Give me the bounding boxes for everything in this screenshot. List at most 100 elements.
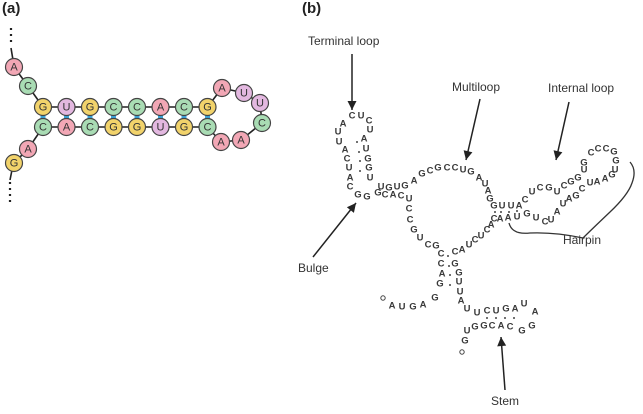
bottom-hairpin-base: G bbox=[480, 321, 487, 332]
nucleotide-letter: C bbox=[133, 102, 141, 114]
nucleotide-letter: C bbox=[86, 122, 94, 134]
bulge-base: C bbox=[398, 191, 405, 202]
top-strand-nucleotide: U bbox=[57, 97, 76, 117]
hairpin-base: A bbox=[602, 174, 609, 185]
nucleotide-circle bbox=[4, 57, 24, 77]
nucleotide-letter: A bbox=[218, 83, 226, 95]
bulge-base: G bbox=[363, 192, 370, 203]
pair-dot bbox=[508, 211, 510, 213]
arrow-head bbox=[346, 203, 356, 213]
nucleotide-letter: U bbox=[240, 88, 248, 100]
top-strand-nucleotide: G bbox=[198, 97, 217, 117]
nucleotide-letter: A bbox=[237, 135, 245, 147]
base-pair-bond bbox=[134, 114, 140, 120]
left-stem-base: U bbox=[335, 127, 342, 138]
bottom-hairpin-base: C bbox=[489, 321, 496, 332]
five-prime-end-base: U bbox=[399, 302, 406, 313]
pair-dot bbox=[448, 265, 450, 267]
hairpin-base: U bbox=[514, 212, 521, 223]
nucleotide-letter: C bbox=[110, 102, 118, 114]
bulge-base: A bbox=[390, 190, 397, 201]
hairpin-base: G bbox=[574, 173, 581, 184]
loop-nucleotide: U bbox=[234, 83, 254, 103]
hairpin-base: A bbox=[566, 194, 573, 205]
bottom-hairpin-base: C bbox=[507, 322, 514, 333]
arrow-head bbox=[463, 150, 473, 160]
multiloop-base: C bbox=[444, 163, 451, 174]
nucleotide-letter: A bbox=[217, 137, 225, 149]
bottom-strand-nucleotide: C bbox=[33, 117, 53, 137]
nucleotide-circle bbox=[211, 132, 231, 152]
multiloop-base: G bbox=[486, 194, 493, 205]
multiloop-base: G bbox=[385, 183, 392, 194]
hairpin-base: C bbox=[522, 195, 529, 206]
lower-stem-base: U bbox=[457, 287, 464, 298]
multiloop-base: A bbox=[459, 245, 466, 256]
nucleotide-letter: G bbox=[133, 122, 142, 134]
bottom-hairpin-base: U bbox=[464, 304, 471, 315]
loop-nucleotide: C bbox=[252, 113, 272, 133]
left-stem-base: C bbox=[347, 182, 354, 193]
nucleotide-circle bbox=[18, 76, 38, 96]
bottom-hairpin-base: G bbox=[528, 321, 535, 332]
hairpin-base: G bbox=[610, 147, 617, 158]
three-prime-end-marker bbox=[459, 349, 465, 355]
five-prime-end-base: G bbox=[431, 293, 438, 304]
base-pair-bond bbox=[111, 114, 116, 120]
hairpin-base: U bbox=[508, 201, 515, 212]
lower-stem-base: A bbox=[458, 296, 465, 307]
nucleotide-letter: A bbox=[24, 144, 32, 156]
bottom-strand-nucleotide: G bbox=[174, 117, 194, 137]
hairpin-base: C bbox=[579, 184, 586, 195]
five-prime-tail-nucleotide: A bbox=[4, 57, 24, 77]
base-pair-bond bbox=[64, 114, 69, 120]
nucleotide-letter: C bbox=[204, 122, 212, 134]
pair-dot bbox=[504, 317, 506, 319]
nucleotide-letter: G bbox=[10, 158, 19, 170]
nucleotide-letter: G bbox=[86, 102, 95, 114]
pair-dot bbox=[449, 284, 451, 286]
pair-dot bbox=[449, 274, 451, 276]
nucleotide-letter: C bbox=[258, 118, 266, 130]
nucleotide-letter: G bbox=[39, 102, 48, 114]
panel-b-label: (b) bbox=[302, 0, 322, 17]
multiloop-base: U bbox=[417, 233, 424, 244]
hairpin-base: C bbox=[588, 148, 595, 159]
bottom-strand-nucleotide: C bbox=[198, 117, 217, 137]
nucleotide-circle bbox=[174, 97, 194, 117]
nucleotide-letter: U bbox=[157, 122, 165, 134]
callout-terminal-loop: Terminal loop bbox=[308, 34, 380, 48]
top-strand-nucleotide: G bbox=[80, 97, 100, 117]
bottom-hairpin-base: C bbox=[484, 306, 491, 317]
nucleotide-circle bbox=[127, 117, 147, 137]
bottom-hairpin-base: G bbox=[471, 322, 478, 333]
bottom-hairpin-base: U bbox=[493, 306, 500, 317]
nucleotide-circle bbox=[104, 117, 123, 137]
hairpin-base: G bbox=[523, 209, 530, 220]
hairpin-base: U bbox=[587, 178, 594, 189]
five-prime-tail-nucleotide: C bbox=[18, 76, 38, 96]
nucleotide-circle bbox=[57, 117, 76, 137]
multiloop-base: C bbox=[427, 166, 434, 177]
bottom-hairpin-base: U bbox=[521, 299, 528, 310]
left-stem-base: U bbox=[367, 125, 374, 136]
hairpin-base: G bbox=[567, 177, 574, 188]
bottom-hairpin-base: G bbox=[518, 326, 525, 337]
left-stem-base: U bbox=[363, 144, 370, 155]
top-strand-nucleotide: C bbox=[127, 97, 147, 117]
bottom-strand-nucleotide: A bbox=[57, 117, 76, 137]
multiloop-base: A bbox=[476, 173, 483, 184]
lower-stem-base: G bbox=[436, 279, 443, 290]
left-stem-base: A bbox=[342, 145, 349, 156]
left-stem-base: A bbox=[361, 134, 368, 145]
terminal-loop-base: C bbox=[349, 111, 356, 122]
pair-dot bbox=[513, 317, 515, 319]
lower-stem-base: G bbox=[455, 268, 462, 279]
lower-stem-base: A bbox=[439, 269, 446, 280]
nucleotide-circle bbox=[198, 97, 217, 117]
hairpin-base: G bbox=[572, 191, 579, 202]
hairpin-brace bbox=[508, 161, 635, 239]
bottom-hairpin-base: G bbox=[461, 336, 468, 347]
bulge-base: C bbox=[382, 190, 389, 201]
nucleotide-circle bbox=[18, 139, 38, 159]
